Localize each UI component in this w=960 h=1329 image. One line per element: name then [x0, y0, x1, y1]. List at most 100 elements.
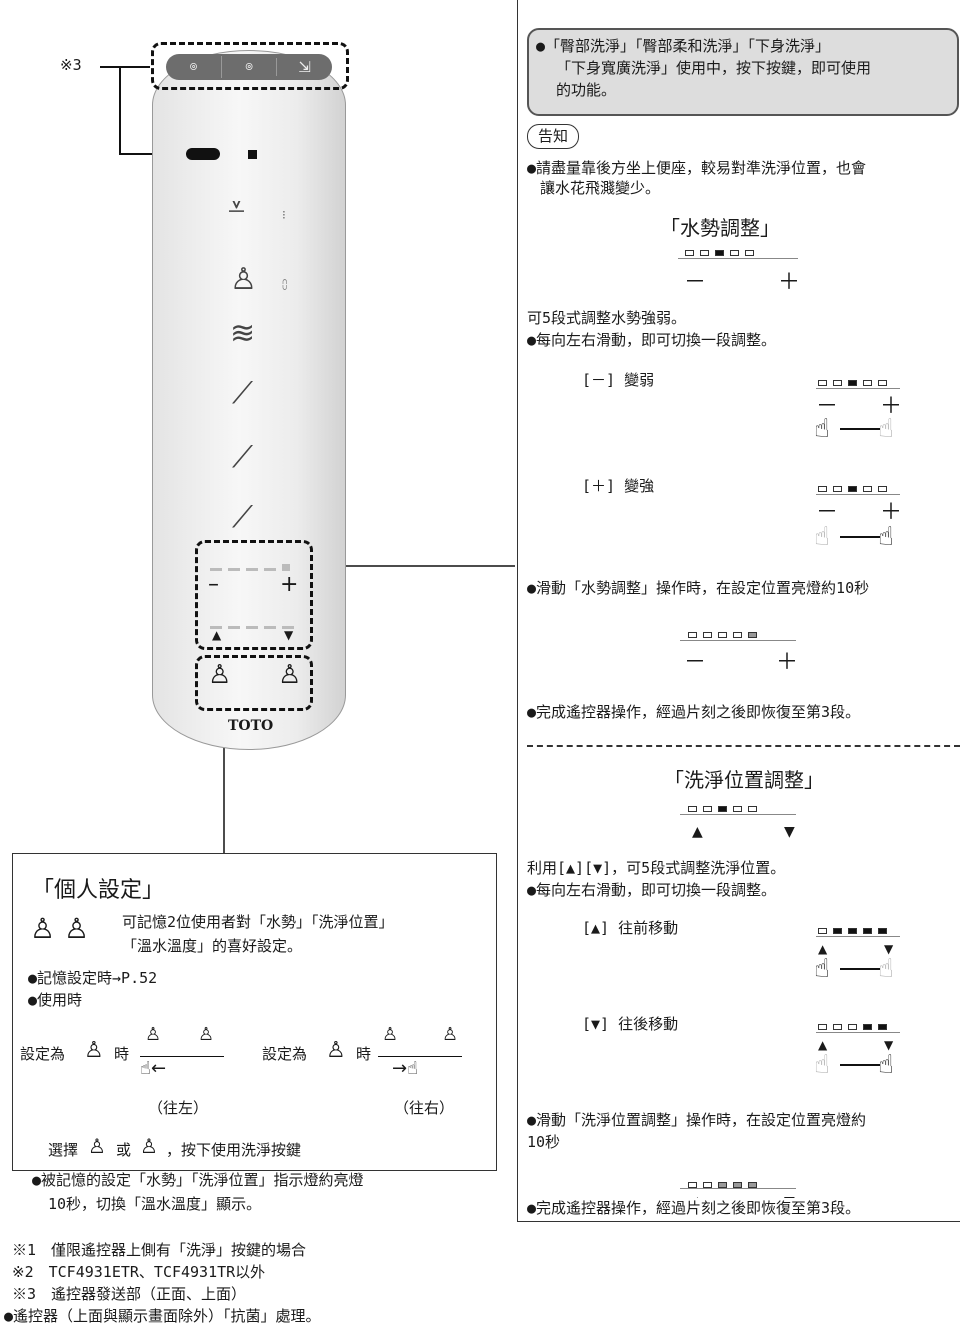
transmitter-dashed-outline [151, 42, 349, 90]
header-line-2: 「下身寬廣洗淨」使用中，按下按鍵，即可使用 [556, 59, 872, 77]
stronger-track [816, 494, 900, 495]
slide-user2-icon: ♙ [198, 1024, 215, 1045]
weaker-hand-ghost-icon: ☝ [878, 414, 894, 444]
front-wash-icon[interactable]: ⇲ [276, 58, 332, 76]
rear-spray-icon[interactable]: ⩡ [228, 190, 245, 225]
position-desc: 利用[▲][▼]，可5段式調整洗淨位置。 [527, 859, 786, 877]
personal-desc-2: 「溫水溫度」的喜好設定。 [122, 937, 303, 955]
notice-line-2: 讓水花飛濺變少。 [540, 179, 661, 197]
right-panel [517, 0, 960, 1222]
user2-icon: ♙ [326, 1038, 346, 1063]
remote-top-buttons: ၜ ၜ ⇲ [166, 54, 332, 80]
position-leds [210, 614, 294, 633]
dryer-icon[interactable]: ≋ [230, 316, 256, 351]
transmitter-window [186, 148, 220, 160]
user-buttons-outline [195, 655, 313, 711]
set2-prefix: 設定為 [262, 1045, 308, 1063]
personal-note-1: ●被記憶的設定「水勢」「洗淨位置」指示燈約亮燈 [32, 1171, 364, 1189]
position-down: ▼ [784, 824, 795, 840]
backward-arrow [840, 1064, 880, 1066]
position-blink-track [680, 1188, 796, 1189]
soft-wash-icon[interactable]: ၜ [220, 56, 277, 78]
slide-track-2 [378, 1056, 462, 1057]
bidet-person-icon[interactable]: ♙ [230, 262, 257, 297]
backward-label: [▼] 往後移動 [582, 1015, 679, 1033]
water-track [678, 258, 798, 259]
backward-down: ▼ [884, 1038, 894, 1052]
header-callout-box [527, 28, 959, 116]
slide-track-1 [140, 1056, 224, 1057]
backward-hand-icon: ☝ [878, 1050, 894, 1080]
water-blink-cells [688, 624, 763, 643]
right-direction: （往右） [394, 1099, 455, 1117]
water-title: 「水勢調整」 [660, 216, 780, 240]
position-slide: ●每向左右滑動，即可切換一段調整。 [527, 881, 777, 899]
slide-user1-icon: ♙ [145, 1024, 162, 1045]
set1-prefix: 設定為 [20, 1045, 66, 1063]
remote-down[interactable]: ▼ [284, 628, 294, 642]
remote-up[interactable]: ▲ [212, 628, 222, 642]
hand-right-icon: →☝ [392, 1058, 419, 1079]
position-restore-note: ●完成遙控器操作，經過片刻之後即恢復至第3段。 [527, 1198, 861, 1219]
memory-ref: ●記憶設定時→P.52 [28, 969, 158, 987]
header-line-3: 的功能。 [556, 81, 617, 99]
sparkle-icon[interactable]: ⟋ [232, 500, 253, 535]
forward-up: ▲ [818, 942, 828, 956]
nozzle-move-icon[interactable]: ⟋ [232, 376, 253, 411]
wide-spray-icon: ⩇ [282, 278, 288, 292]
choose-or: 或 [116, 1141, 132, 1159]
position-blink-cells [688, 1174, 763, 1193]
backward-up: ▲ [818, 1038, 828, 1052]
callout-3-label: ※3 [60, 56, 82, 74]
notice-line-1: ●請盡量靠後方坐上便座，較易對準洗淨位置，也會 [527, 159, 867, 177]
position-light-2: 10秒 [527, 1133, 561, 1151]
set2-suffix: 時 [356, 1045, 372, 1063]
rear-wash-icon[interactable]: ၜ [189, 56, 198, 74]
weaker-track [816, 388, 900, 389]
personal-desc-1: 可記憶2位使用者對「水勢」「洗淨位置」 [122, 913, 394, 931]
user-icons: ♙ ♙ [30, 912, 90, 945]
slide2-user2-icon: ♙ [442, 1024, 459, 1045]
indicator-lamp [248, 150, 257, 159]
choose-a: 選擇 [48, 1141, 79, 1159]
remote-plus[interactable]: + [280, 572, 299, 597]
nozzle-clean-icon[interactable]: ⟋ [232, 440, 253, 475]
backward-hand-ghost-icon: ☝ [814, 1050, 830, 1080]
user1-button-icon[interactable]: ♙ [208, 660, 232, 690]
footnote-3: ※3 遙控器發送部（正面、上面） [12, 1285, 247, 1303]
position-track [680, 814, 796, 815]
user1-icon: ♙ [84, 1038, 104, 1063]
water-blink-plus: ＋ [776, 650, 799, 675]
water-light-note: ●滑動「水勢調整」操作時，在設定位置亮燈約10秒 [527, 579, 870, 597]
weaker-label: [－] 變弱 [582, 371, 655, 389]
choose-user2-icon: ♙ [140, 1134, 158, 1158]
water-restore-note: ●完成遙控器操作，經過片刻之後即恢復至第3段。 [527, 703, 861, 721]
footnote-2: ※2 TCF4931ETR、TCF4931TR以外 [12, 1263, 266, 1281]
water-desc: 可5段式調整水勢強弱。 [527, 309, 687, 327]
footnote-4: ●遙控器（上面與顯示畫面除外）「抗菌」處理。 [4, 1307, 321, 1325]
user2-button-icon[interactable]: ♙ [278, 660, 302, 690]
backward-track [816, 1032, 900, 1033]
spray-dots-icon: ⁝ [282, 208, 286, 222]
personal-note-2: 10秒，切換「溫水溫度」顯示。 [48, 1195, 262, 1213]
remote-minus[interactable]: – [208, 572, 219, 597]
position-up: ▲ [692, 824, 703, 840]
backward-cells [818, 1016, 893, 1035]
left-direction: （往左） [148, 1099, 209, 1117]
water-plus: ＋ [778, 270, 801, 295]
remote-control-body [152, 50, 346, 750]
stronger-plus: ＋ [880, 500, 903, 525]
set1-suffix: 時 [114, 1045, 130, 1063]
stronger-hand-ghost-icon: ☝ [814, 522, 830, 552]
water-minus: － [684, 270, 707, 295]
brand-logo: TOTO [228, 718, 274, 734]
forward-hand-icon: ☝ [814, 954, 830, 984]
water-blink-minus: － [684, 650, 707, 675]
weaker-arrow [840, 428, 880, 430]
water-level-leds [210, 556, 290, 575]
personal-title: 「個人設定」 [32, 878, 165, 903]
slider-panel-outline [195, 540, 313, 650]
stronger-cells [818, 478, 893, 497]
water-blink-track [680, 640, 796, 641]
forward-label: [▲] 往前移動 [582, 919, 679, 937]
